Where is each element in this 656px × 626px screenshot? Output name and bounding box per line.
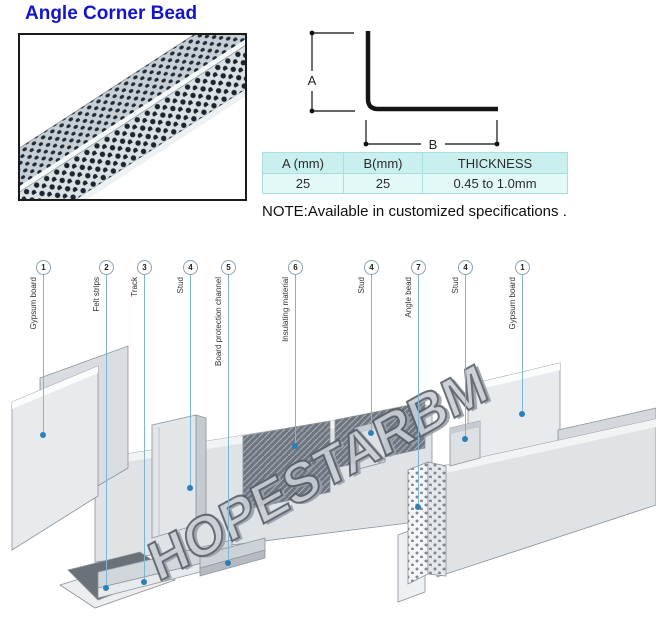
leader-line — [144, 274, 145, 582]
callout-label: Stud — [451, 277, 460, 294]
dim-dot — [309, 30, 315, 36]
dim-label-a: A — [308, 73, 317, 88]
perforated-angle-bead — [20, 35, 245, 199]
insulating-material-block — [242, 420, 331, 511]
leader-dot — [368, 430, 374, 436]
panel-top-edge — [12, 366, 98, 409]
callout-number: 2 — [99, 260, 114, 275]
callout-label: Gypsum board — [508, 277, 517, 330]
stud-bracket-left — [354, 419, 386, 471]
leader-line — [295, 274, 296, 446]
callout-label: Angle bead — [404, 277, 413, 318]
callout-label: Stud — [176, 277, 185, 294]
stud-channel — [151, 414, 197, 539]
spec-cell: 0.45 to 1.0mm — [422, 173, 568, 194]
callout-number: 7 — [411, 260, 426, 275]
callout-number: 4 — [183, 260, 198, 275]
corner-bead-photo-drawing — [20, 35, 245, 199]
leader-dot — [225, 560, 231, 566]
spec-col-header: A (mm) — [262, 152, 344, 174]
leader-line — [106, 274, 107, 588]
leader-line — [465, 274, 466, 439]
stud-bracket-left-flange — [355, 420, 385, 434]
right-wall-top-edge — [437, 419, 656, 475]
dim-dot — [309, 108, 315, 114]
spec-col-header: THICKNESS — [422, 152, 568, 174]
leader-dot — [415, 504, 421, 510]
gypsum-board-front-panel — [11, 365, 99, 551]
callout-label: Insulating material — [281, 277, 290, 342]
leader-line — [418, 274, 419, 507]
note-text: NOTE:Available in customized specificati… — [262, 203, 567, 220]
callout-label: Stud — [357, 277, 366, 294]
dimension-a-lines — [311, 32, 355, 112]
leader-dot — [292, 443, 298, 449]
right-panel-top-edge — [468, 363, 560, 392]
page-title: Angle Corner Bead — [25, 3, 198, 24]
leader-dot — [187, 485, 193, 491]
leader-line — [228, 274, 229, 563]
callout-number: 1 — [36, 260, 51, 275]
spec-cell: 25 — [262, 173, 344, 194]
callout-label: Felt strips — [92, 277, 101, 312]
product-photo — [18, 33, 247, 201]
callout-number: 4 — [458, 260, 473, 275]
angle-bead-right-perforations — [428, 462, 446, 576]
dim-dot — [363, 141, 369, 147]
leader-line — [190, 274, 191, 488]
callout-number: 4 — [364, 260, 379, 275]
callout-number: 6 — [288, 260, 303, 275]
leader-line — [371, 274, 372, 433]
angle-profile-shape — [365, 31, 498, 112]
callout-label: Track — [130, 277, 139, 297]
dim-label-b: B — [429, 137, 438, 152]
callout-label: Board protection channel — [214, 277, 223, 366]
dim-dot — [494, 141, 500, 147]
board-protection-channel-lip — [199, 549, 266, 577]
leader-dot — [462, 436, 468, 442]
callout-number: 1 — [515, 260, 530, 275]
leader-line — [43, 274, 44, 435]
assembly-isometric-drawing — [11, 345, 656, 609]
spec-col-header: B(mm) — [343, 152, 423, 174]
spec-cell: 25 — [343, 173, 423, 194]
spec-header-row: A (mm)B(mm)THICKNESS — [262, 152, 568, 174]
dimension-diagram: A B — [308, 30, 500, 152]
leader-dot — [40, 432, 46, 438]
leader-dot — [103, 585, 109, 591]
callout-label: Gypsum board — [29, 277, 38, 330]
wall-assembly-shapes — [11, 345, 656, 609]
angle-bead-left-perforations — [408, 462, 428, 584]
leader-dot — [141, 579, 147, 585]
callout-number: 5 — [221, 260, 236, 275]
leader-dot — [519, 411, 525, 417]
callout-number: 3 — [137, 260, 152, 275]
leader-line — [522, 274, 523, 414]
